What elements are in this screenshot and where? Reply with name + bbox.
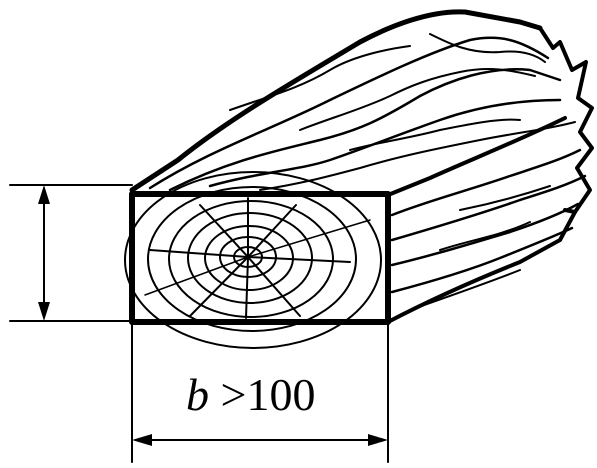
height-arrow-bottom [38,302,50,321]
height-label: b [0,231,1,282]
width-dimension: b >100 [131,321,389,463]
beam-side-face [129,9,594,324]
width-condition: >100 [209,369,315,420]
width-arrow-right [368,434,388,446]
width-label: b >100 [186,369,315,420]
width-arrow-left [132,434,152,446]
height-arrow-top [38,185,50,204]
height-dimension: b [0,184,133,322]
beam-cross-section [124,171,391,349]
radial-cracks [144,197,371,319]
tree-rings [124,171,382,349]
width-variable: b [186,369,209,420]
